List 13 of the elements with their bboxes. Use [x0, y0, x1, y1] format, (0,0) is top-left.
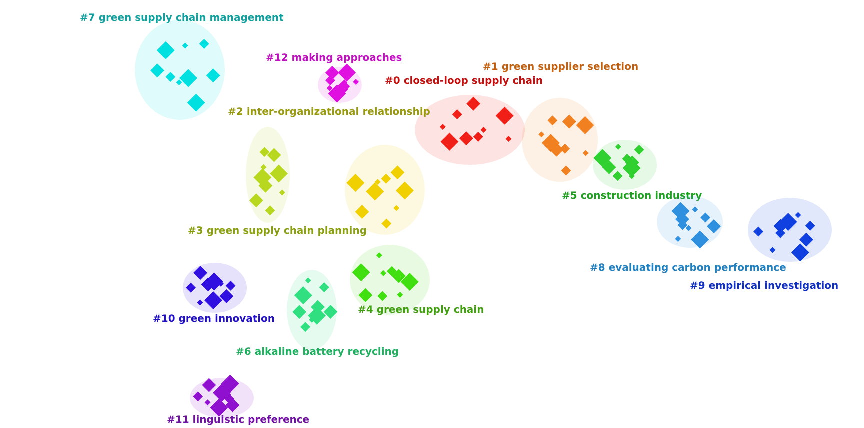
cluster-label: #1 green supplier selection [483, 61, 639, 74]
cluster-label: #11 linguistic preference [167, 414, 310, 427]
cluster-label: #9 empirical investigation [690, 280, 839, 293]
cluster-label: #2 inter-organizational relationship [228, 106, 430, 119]
cluster-label: #12 making approaches [266, 52, 402, 65]
cluster-label: #7 green supply chain management [80, 12, 284, 25]
cluster-label: #4 green supply chain [358, 304, 484, 317]
cluster-label: #6 alkaline battery recycling [236, 346, 400, 359]
cluster-label: #3 green supply chain planning [188, 225, 367, 238]
cluster-label: #8 evaluating carbon performance [590, 262, 786, 275]
cluster-label: #0 closed-loop supply chain [385, 75, 544, 88]
cluster-label: #5 construction industry [562, 190, 702, 203]
cluster-label: #10 green innovation [153, 313, 276, 326]
